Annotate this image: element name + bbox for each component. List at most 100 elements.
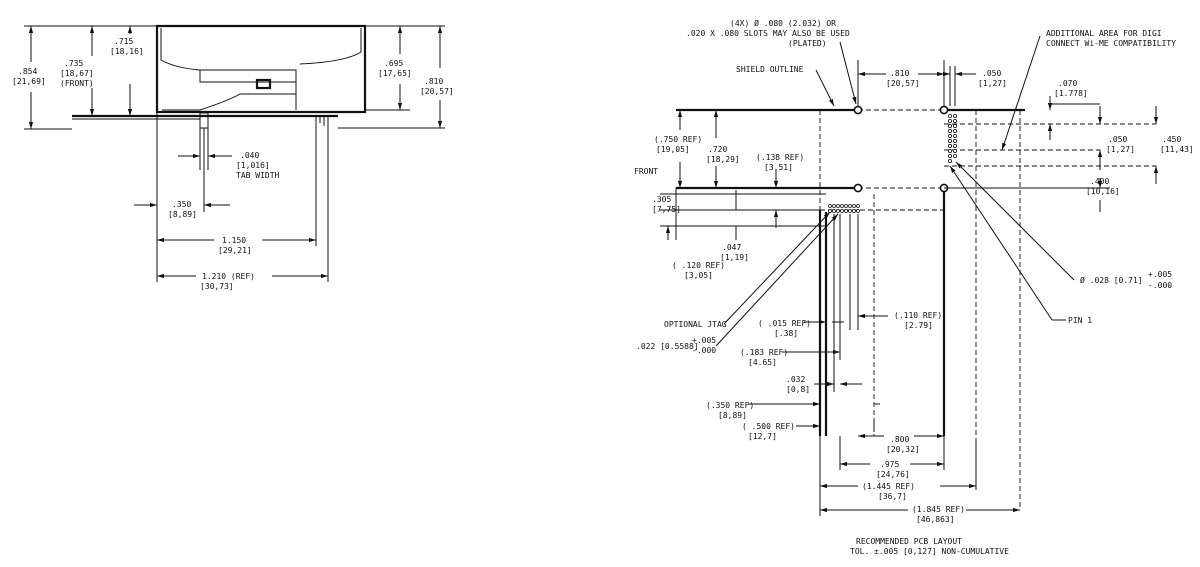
- dim-500-value: ( .500 REF): [742, 422, 795, 431]
- dim-050-top-value: .050: [982, 69, 1001, 78]
- hole-note-line3: (PLATED): [788, 39, 827, 48]
- mounting-hole-top-right: [939, 105, 949, 115]
- dim-810-side-value: .810: [424, 77, 443, 86]
- dim-500: ( .500 REF) [12,7]: [742, 420, 875, 441]
- dim-735-note: (FRONT): [60, 79, 94, 88]
- dim-720: .720 [18,29]: [706, 110, 740, 188]
- dim-810-side: .810 [20,57]: [420, 26, 454, 128]
- hole-note-line1: (4X) Ø .080 (2.032) OR: [730, 18, 836, 28]
- dim-1445-value: (1.445 REF): [862, 482, 915, 491]
- dim-1845: (1.845 REF) [46,863]: [820, 505, 1020, 524]
- dim-110-value: (.110 REF): [894, 311, 942, 320]
- dim-715-mm: [18,16]: [110, 47, 144, 56]
- dim-975-mm: [24,76]: [876, 470, 910, 479]
- dashed-outline: [819, 109, 1156, 510]
- dim-450: .450 [11,43]: [1153, 106, 1194, 184]
- dim-1445-mm: [36,7]: [878, 492, 907, 501]
- jtag-tol-plus: +.005: [692, 336, 716, 345]
- pin-dia-callout: Ø .028 [0.71] +.005 -.000: [955, 161, 1172, 290]
- dim-305-value: .305: [652, 195, 671, 204]
- pcb-caption-line2: TOL. ±.005 [0,127] NON-CUMULATIVE: [850, 547, 1009, 556]
- dim-800-mm: [20,32]: [886, 445, 920, 454]
- dim-735-value: .735: [64, 59, 83, 68]
- dim-720-mm: [18,29]: [706, 155, 740, 164]
- dim-810-pcb-mm: [20,57]: [886, 79, 920, 88]
- dim-350-side-value: .350: [172, 200, 191, 209]
- dim-047-value: .047: [722, 243, 741, 252]
- dim-015-mm: [.38]: [774, 329, 798, 338]
- dim-047: .047 [1,19]: [720, 190, 749, 262]
- dim-1845-value: (1.845 REF): [912, 505, 965, 514]
- jtag-tol-minus: -.000: [692, 346, 716, 355]
- dim-1210-mm: [30,73]: [200, 282, 234, 291]
- jtag-callout: OPTIONAL JTAG .022 [0.5588] +.005 -.000: [636, 211, 839, 355]
- dim-750: (.750 REF) [19,05]: [654, 110, 702, 188]
- jtag-dia-value: .022 [0.5588]: [636, 342, 699, 351]
- dim-110-mm: [2.79]: [904, 321, 933, 330]
- jtag-pads: [828, 204, 860, 213]
- optional-jtag-label: OPTIONAL JTAG: [664, 320, 727, 329]
- dim-735-mm: [18,67]: [60, 69, 94, 78]
- dim-032: .032 [0,8]: [786, 214, 862, 394]
- dim-400-mm: [10,16]: [1086, 187, 1120, 196]
- front-label: FRONT: [634, 167, 658, 176]
- hole-note-line2: .020 X .080 SLOTS MAY ALSO BE USED: [686, 29, 850, 38]
- side-view: .854 [21,69] .735 [18,67] (FRONT) .715 […: [12, 24, 454, 291]
- dim-050-top: .050 [1,27]: [930, 66, 1007, 106]
- dim-070-value: .070: [1058, 79, 1077, 88]
- dim-400: .400 [10,16]: [944, 177, 1120, 212]
- pin-dia-tol-plus: +.005: [1148, 270, 1172, 279]
- dim-735: .735 [18,67] (FRONT): [60, 26, 95, 116]
- dim-050-side-value: .050: [1108, 135, 1127, 144]
- pin-header: [948, 114, 958, 163]
- additional-area-line2: CONNECT Wi-ME COMPATIBILITY: [1046, 39, 1176, 48]
- dim-120-mm: [3,05]: [684, 271, 713, 280]
- dim-695-mm: [17,65]: [378, 69, 412, 78]
- dim-450-value: .450: [1162, 135, 1181, 144]
- dim-070: .070 [1.778]: [1047, 79, 1100, 140]
- dim-350-pcb-value: (.350 REF): [706, 401, 754, 410]
- tab-width-label: TAB WIDTH: [236, 171, 280, 180]
- dim-050-side-mm: [1,27]: [1106, 145, 1135, 154]
- dim-183: (.183 REF) [4.65]: [740, 214, 841, 367]
- dim-032-value: .032: [786, 375, 805, 384]
- pcb-caption-line1: RECOMMENDED PCB LAYOUT: [856, 537, 962, 546]
- pcb-layout: (4X) Ø .080 (2.032) OR .020 X .080 SLOTS…: [634, 18, 1194, 556]
- dim-1445: (1.445 REF) [36,7]: [819, 436, 977, 516]
- dim-400-value: .400: [1090, 177, 1109, 186]
- dim-120: ( .120 REF) [3,05]: [665, 226, 725, 280]
- dim-120-value: ( .120 REF): [672, 261, 725, 270]
- dim-695-value: .695: [384, 59, 403, 68]
- dim-138: (.138 REF) [3.51]: [738, 153, 820, 228]
- dim-810-pcb-value: .810: [890, 69, 909, 78]
- dim-975-value: .975: [880, 460, 899, 469]
- dim-500-mm: [12,7]: [748, 432, 777, 441]
- pin-dia-tol-minus: -.000: [1148, 281, 1172, 290]
- dim-1150-value: 1.150: [222, 236, 246, 245]
- dim-138-mm: [3.51]: [764, 163, 793, 172]
- additional-area-line1: ADDITIONAL AREA FOR DIGI: [1046, 29, 1162, 38]
- dim-810-side-mm: [20,57]: [420, 87, 454, 96]
- dim-032-mm: [0,8]: [786, 385, 810, 394]
- dim-tab-width: .040 [1,016] TAB WIDTH: [178, 128, 280, 180]
- dim-1150-mm: [29,21]: [218, 246, 252, 255]
- dim-1210: 1.210 (REF) [30,73]: [157, 126, 329, 291]
- dim-050-side: .050 [1,27]: [1097, 106, 1135, 170]
- mounting-hole-bottom-left: [853, 183, 863, 193]
- dim-015: ( .015 REF) [.38]: [758, 319, 844, 338]
- dim-350-side: .350 [8,89]: [134, 112, 230, 282]
- dim-450-mm: [11,43]: [1160, 145, 1194, 154]
- dim-138-value: (.138 REF): [756, 153, 804, 162]
- dim-975: .975 [24,76]: [840, 460, 944, 479]
- dim-015-value: ( .015 REF): [758, 319, 811, 328]
- dim-695: .695 [17,65]: [338, 25, 445, 129]
- pin-dia-value: Ø .028 [0.71]: [1080, 275, 1143, 285]
- dim-810-pcb: .810 [20,57]: [857, 60, 945, 106]
- dim-305-mm: [7,75]: [652, 205, 681, 214]
- tab-width-mm: [1,016]: [236, 161, 270, 170]
- dim-720-value: .720: [708, 145, 727, 154]
- dim-1210-value: 1.210 (REF): [202, 272, 255, 281]
- dim-800-value: .800: [890, 435, 909, 444]
- dim-070-mm: [1.778]: [1054, 89, 1088, 98]
